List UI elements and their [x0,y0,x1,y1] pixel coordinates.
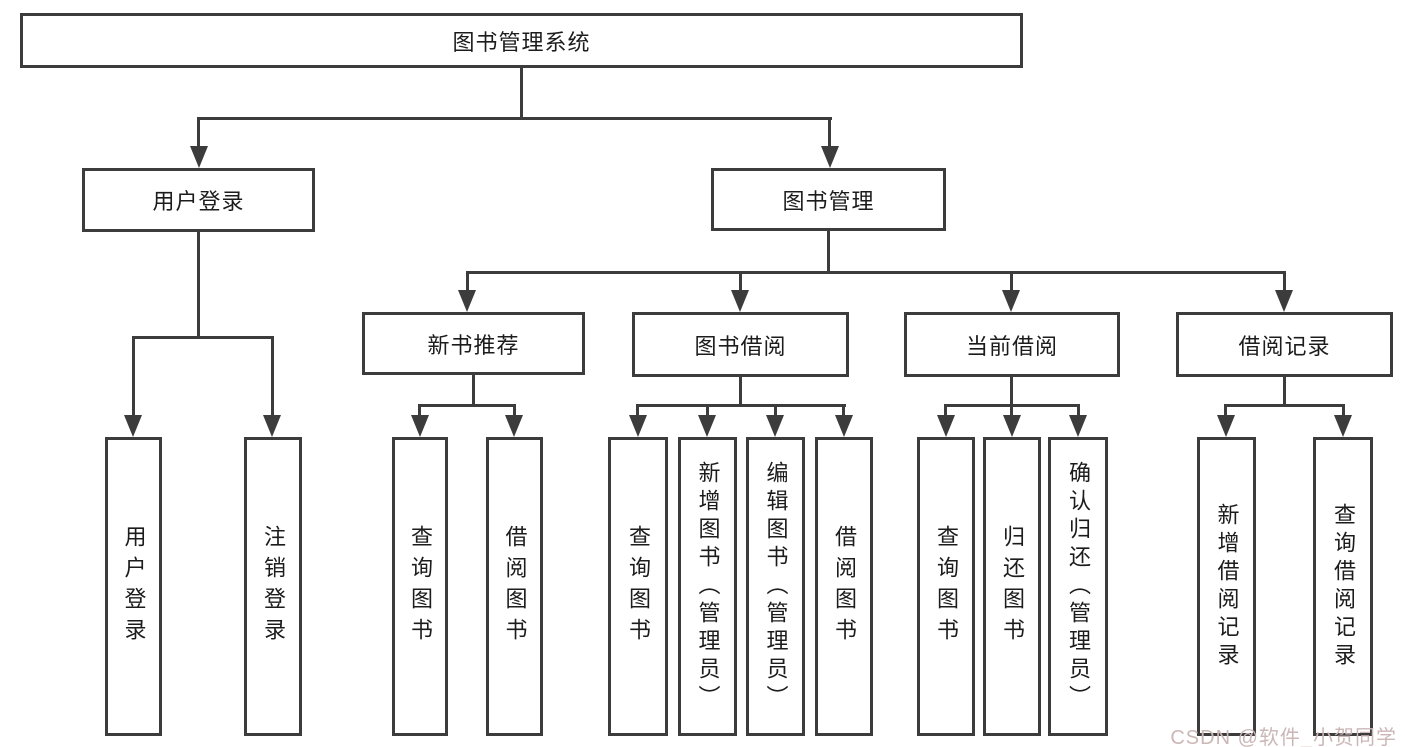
connector-line [828,117,831,149]
connector-line [636,404,846,407]
connector-line [739,377,742,407]
leaf-user-login: 用户登录 [105,437,162,736]
connector-line [739,271,742,292]
arrow-down-icon [1003,415,1021,437]
connector-line [271,336,274,417]
leaf-add-borrow-record: 新增借阅记录 [1197,437,1256,736]
arrow-down-icon [1275,290,1293,312]
leaf-query-books-rec: 查询图书 [392,437,448,736]
node-book-borrow: 图书借阅 [632,312,849,377]
arrow-down-icon [1069,415,1087,437]
node-new-book-recommend: 新书推荐 [362,312,585,375]
leaf-logout: 注销登录 [244,437,302,736]
connector-line [418,404,516,407]
arrow-down-icon [505,415,523,437]
arrow-down-icon [1217,415,1235,437]
node-book-management: 图书管理 [711,168,946,231]
arrow-down-icon [190,146,208,168]
connector-line [197,117,832,120]
arrow-down-icon [124,415,142,437]
connector-line [774,404,777,418]
leaf-query-borrow-record: 查询借阅记录 [1313,437,1373,736]
connector-line [466,271,469,292]
connector-line [1224,404,1227,418]
node-borrow-records: 借阅记录 [1176,312,1393,377]
connector-line [1224,404,1345,407]
arrow-down-icon [835,415,853,437]
connector-line [706,404,709,418]
connector-line [1010,377,1013,407]
node-current-borrow: 当前借阅 [904,312,1120,377]
leaf-borrow-books: 借阅图书 [815,437,873,736]
arrow-down-icon [458,290,476,312]
arrow-down-icon [629,415,647,437]
connector-line [944,404,947,418]
leaf-query-books-current: 查询图书 [917,437,975,736]
connector-line [1077,404,1080,418]
arrow-down-icon [263,415,281,437]
connector-line [513,404,516,418]
arrow-down-icon [937,415,955,437]
connector-line [1342,404,1345,418]
connector-line [132,336,135,417]
leaf-edit-books-admin: 编辑图书（管理员） [746,437,805,736]
leaf-query-books-borrow: 查询图书 [608,437,668,736]
connector-line [466,271,1284,274]
connector-line [197,232,200,339]
arrow-down-icon [1334,415,1352,437]
arrow-down-icon [731,290,749,312]
connector-line [1283,377,1286,407]
leaf-return-books: 归还图书 [983,437,1041,736]
connector-line [636,404,639,418]
connector-line [1283,271,1286,292]
connector-line [132,336,274,339]
node-user-login: 用户登录 [82,168,315,232]
connector-line [197,117,200,149]
arrow-down-icon [821,146,839,168]
arrow-down-icon [698,415,716,437]
node-root-library-system: 图书管理系统 [20,13,1023,68]
connector-line [472,375,475,407]
connector-line [520,68,523,120]
connector-line [827,231,830,274]
connector-line [1010,271,1013,292]
connector-line [1010,404,1013,418]
leaf-borrow-books-rec: 借阅图书 [486,437,543,736]
csdn-watermark: CSDN @软件_小贺同学 [1170,727,1397,747]
arrow-down-icon [766,415,784,437]
arrow-down-icon [411,415,429,437]
connector-line [418,404,421,418]
connector-line [842,404,845,418]
leaf-confirm-return-admin: 确认归还（管理员） [1048,437,1108,736]
arrow-down-icon [1002,290,1020,312]
leaf-add-books-admin: 新增图书（管理员） [678,437,737,736]
